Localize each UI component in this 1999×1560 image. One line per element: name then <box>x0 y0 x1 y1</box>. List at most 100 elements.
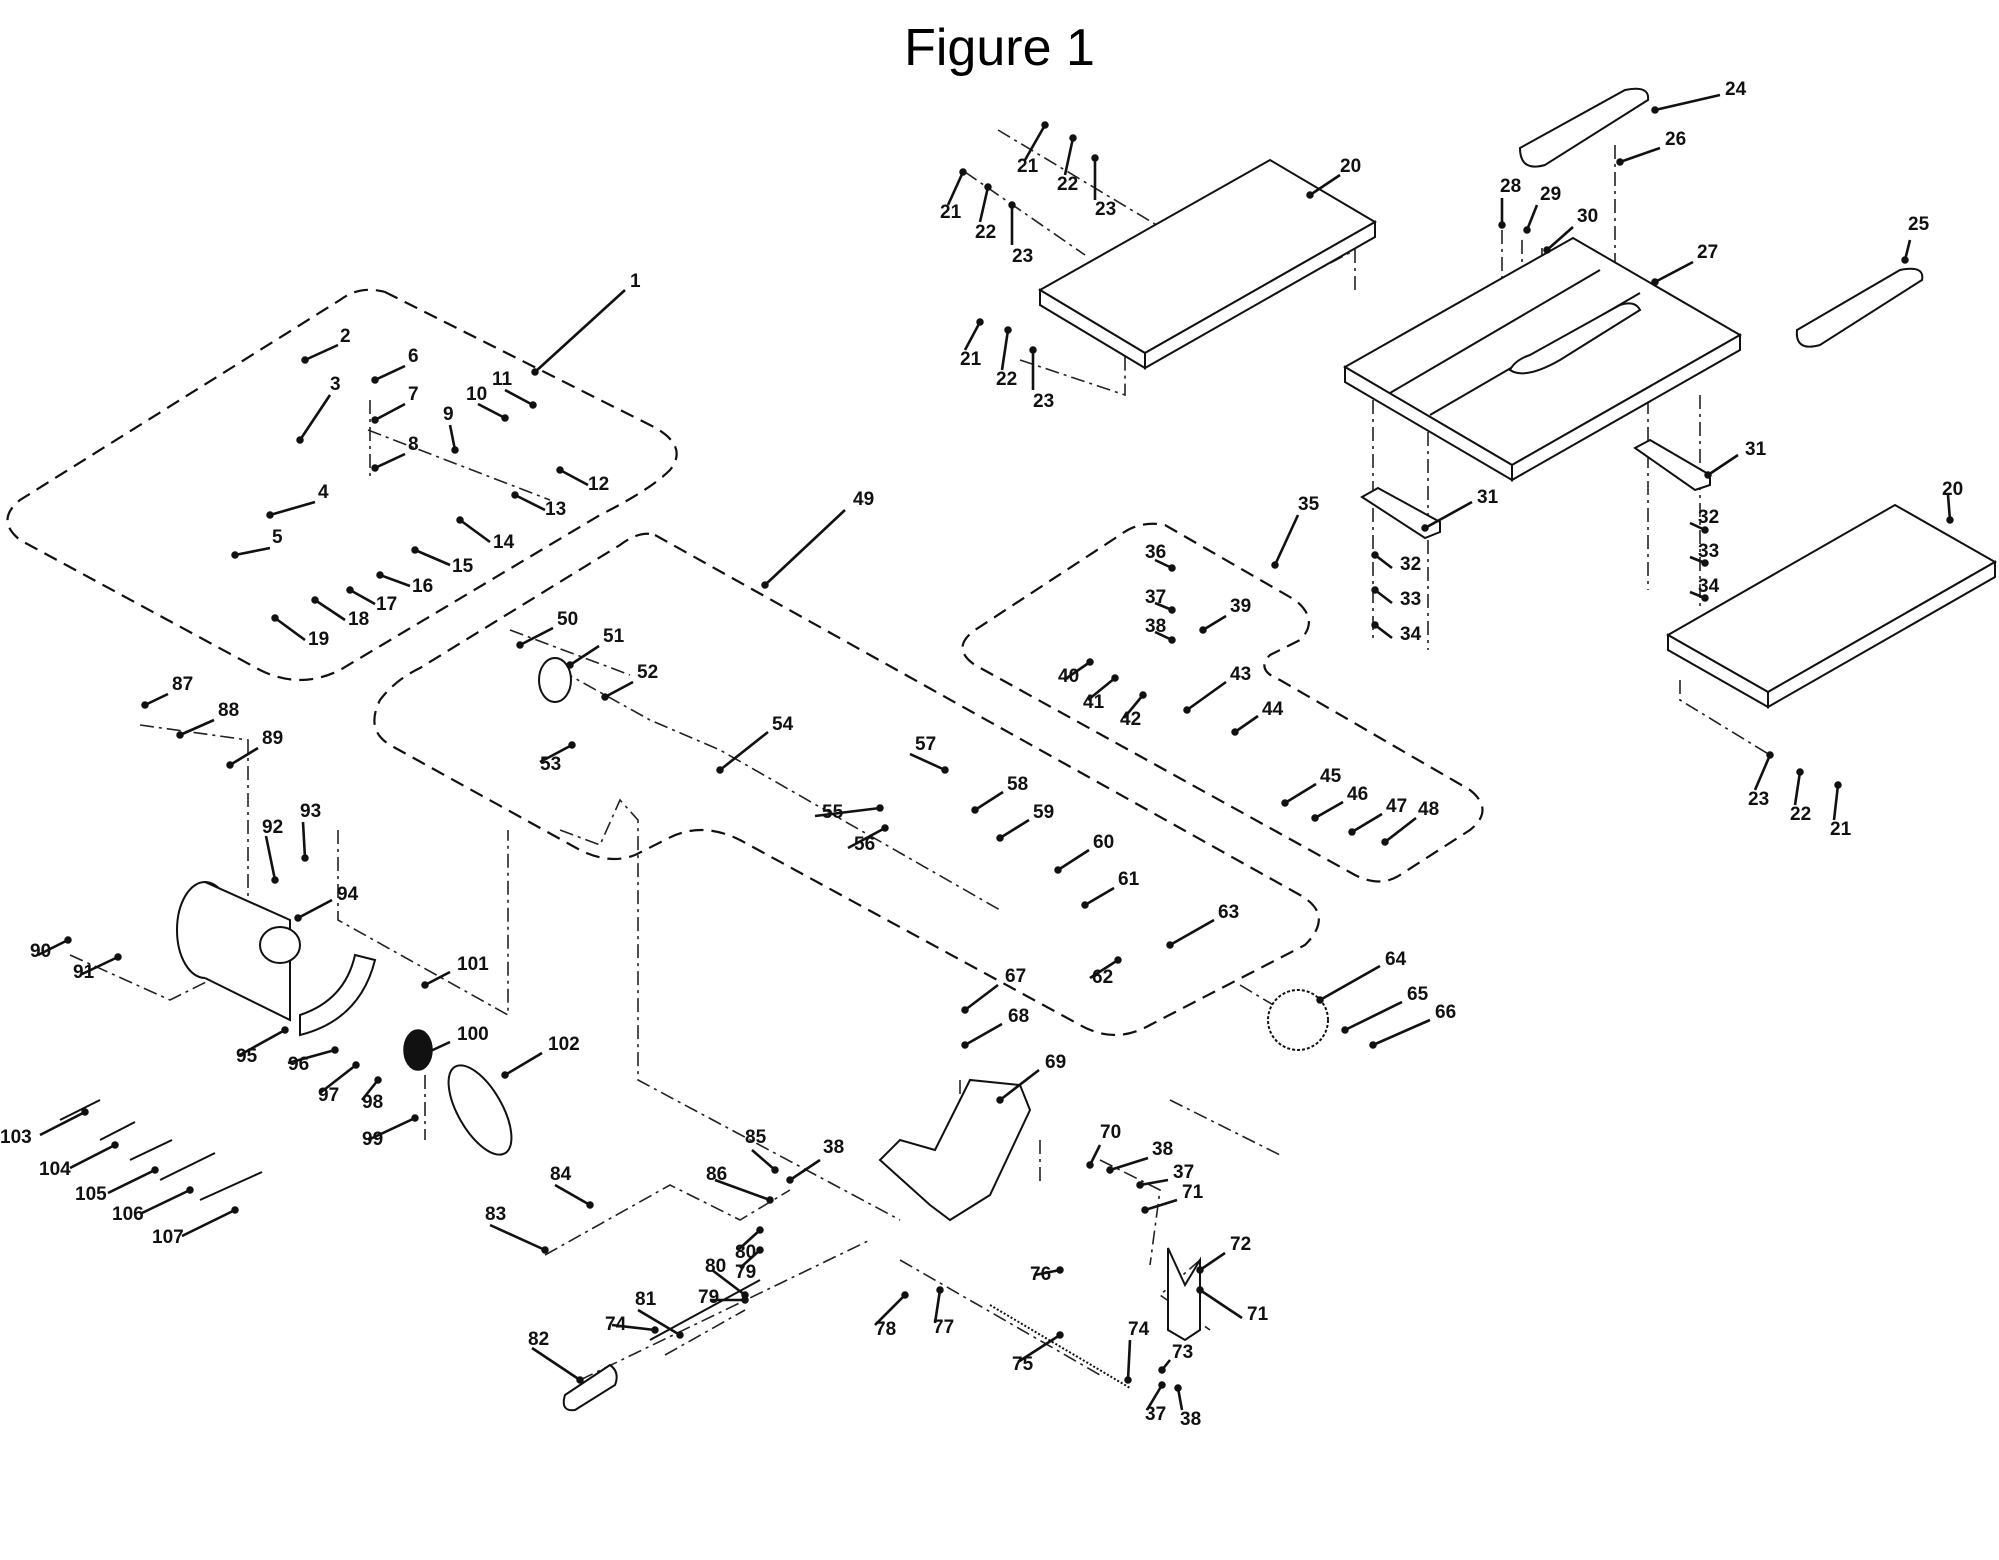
callout-leader-line <box>179 718 215 737</box>
callout-label: 98 <box>362 1092 383 1113</box>
callout-98: 98 <box>360 1076 383 1113</box>
figure-title: Figure 1 <box>904 19 1095 77</box>
callout-label: 74 <box>605 1314 627 1335</box>
callout-24: 24 <box>1651 79 1747 114</box>
callout-label: 59 <box>1033 802 1054 823</box>
callout-leader-line <box>424 970 451 987</box>
callout-leader-line <box>1084 886 1115 907</box>
part-fastener-dot <box>346 586 354 594</box>
callout-label: 2 <box>340 326 351 347</box>
callout-26: 26 <box>1616 129 1686 166</box>
callout-leader-line <box>1351 812 1383 834</box>
callout-label: 14 <box>493 532 515 553</box>
saw-blade-part-64 <box>1267 989 1329 1051</box>
callout-label: 80 <box>705 1256 726 1277</box>
part-fastener-dot <box>1543 246 1551 254</box>
callout-14: 14 <box>456 516 515 553</box>
callout-22: 22 <box>996 326 1017 390</box>
callout-22: 22 <box>1790 768 1811 825</box>
callout-leader-line <box>264 835 277 881</box>
lead-screw-part-75 <box>989 1304 1131 1389</box>
part-fastener-dot <box>941 766 949 774</box>
callout-label: 25 <box>1908 214 1930 235</box>
part-fastener-dot <box>756 1246 764 1254</box>
callout-label: 22 <box>996 369 1017 390</box>
callout-30: 30 <box>1543 206 1598 254</box>
callout-93: 93 <box>300 801 321 862</box>
callout-leader-line <box>604 680 634 699</box>
callout-leader-line <box>504 1051 543 1077</box>
part-fastener-dot <box>1946 516 1954 524</box>
callout-label: 7 <box>408 384 419 405</box>
part-fastener-dot <box>271 876 279 884</box>
part-fastener-dot <box>1701 594 1709 602</box>
part-fastener-dot <box>1651 278 1659 286</box>
callout-leader-line <box>1793 771 1802 806</box>
part-fastener-dot <box>231 551 239 559</box>
callout-leader-line <box>448 424 457 451</box>
callout-88: 88 <box>176 700 239 739</box>
part-fastener-dot <box>976 318 984 326</box>
callout-106: 106 <box>112 1186 194 1225</box>
callout-leader-line <box>1234 714 1259 734</box>
part-fastener-dot <box>741 1296 749 1304</box>
callout-leader-line <box>611 1323 656 1332</box>
callout-leader-line <box>1087 676 1116 702</box>
callout-label: 23 <box>1748 789 1769 810</box>
part-fastener-dot <box>301 356 309 364</box>
callout-leader-line <box>1424 500 1473 530</box>
callout-label: 102 <box>548 1034 580 1055</box>
callout-71: 71 <box>1196 1286 1269 1325</box>
callout-leader-line <box>141 1188 191 1215</box>
part-fastener-dot <box>271 614 279 622</box>
callout-36: 36 <box>1145 542 1176 572</box>
part-fastener-dot <box>231 1206 239 1214</box>
callout-label: 77 <box>933 1317 954 1338</box>
callout-label: 39 <box>1230 596 1251 617</box>
callout-leader-line <box>349 588 376 606</box>
callout-label: 69 <box>1045 1052 1066 1073</box>
callout-leader-line <box>1169 918 1215 947</box>
callout-90: 90 <box>30 936 72 962</box>
part-fastener-dot <box>311 596 319 604</box>
callout-leader-line <box>1284 782 1317 805</box>
callout-leader-line <box>374 402 406 422</box>
callout-label: 51 <box>603 626 625 647</box>
part-fastener-dot <box>1174 1384 1182 1392</box>
callout-21: 21 <box>1830 781 1852 840</box>
callout-label: 32 <box>1400 554 1421 575</box>
part-fastener-dot <box>301 854 309 862</box>
callout-37: 37 <box>1136 1162 1194 1189</box>
part-fastener-dot <box>1306 191 1314 199</box>
callout-33: 33 <box>1689 541 1719 567</box>
throat-plate-part-25 <box>1795 267 1924 348</box>
callout-label: 13 <box>545 499 566 520</box>
part-fastener-dot <box>1766 751 1774 759</box>
callout-label: 20 <box>1942 479 1963 500</box>
part-fastener-dot <box>876 804 884 812</box>
callout-leader-line <box>1122 694 1145 719</box>
callout-83: 83 <box>485 1204 549 1254</box>
callout-label: 92 <box>262 817 283 838</box>
callout-label: 89 <box>262 728 283 749</box>
pulley-part-100 <box>403 1029 433 1071</box>
callout-41: 41 <box>1083 674 1119 713</box>
callout-77: 77 <box>933 1286 954 1338</box>
callout-leader-line <box>1654 260 1694 284</box>
callout-leader-line <box>181 1208 236 1238</box>
part-fastener-dot <box>576 1376 584 1384</box>
callout-leader-line <box>1314 800 1344 820</box>
callout-label: 33 <box>1698 541 1719 562</box>
callout-leader-line <box>974 790 1004 812</box>
callout-105: 105 <box>75 1166 159 1205</box>
callout-label: 38 <box>1180 1409 1201 1430</box>
callout-label: 23 <box>1033 391 1054 412</box>
callout-92: 92 <box>262 817 283 884</box>
part-fastener-dot <box>151 1166 159 1174</box>
part-fastener-dot <box>418 1051 426 1059</box>
part-fastener-dot <box>1069 134 1077 142</box>
part-fastener-dot <box>371 376 379 384</box>
callout-label: 8 <box>408 434 419 455</box>
part-fastener-dot <box>141 701 149 709</box>
callout-leader-line <box>144 692 169 707</box>
